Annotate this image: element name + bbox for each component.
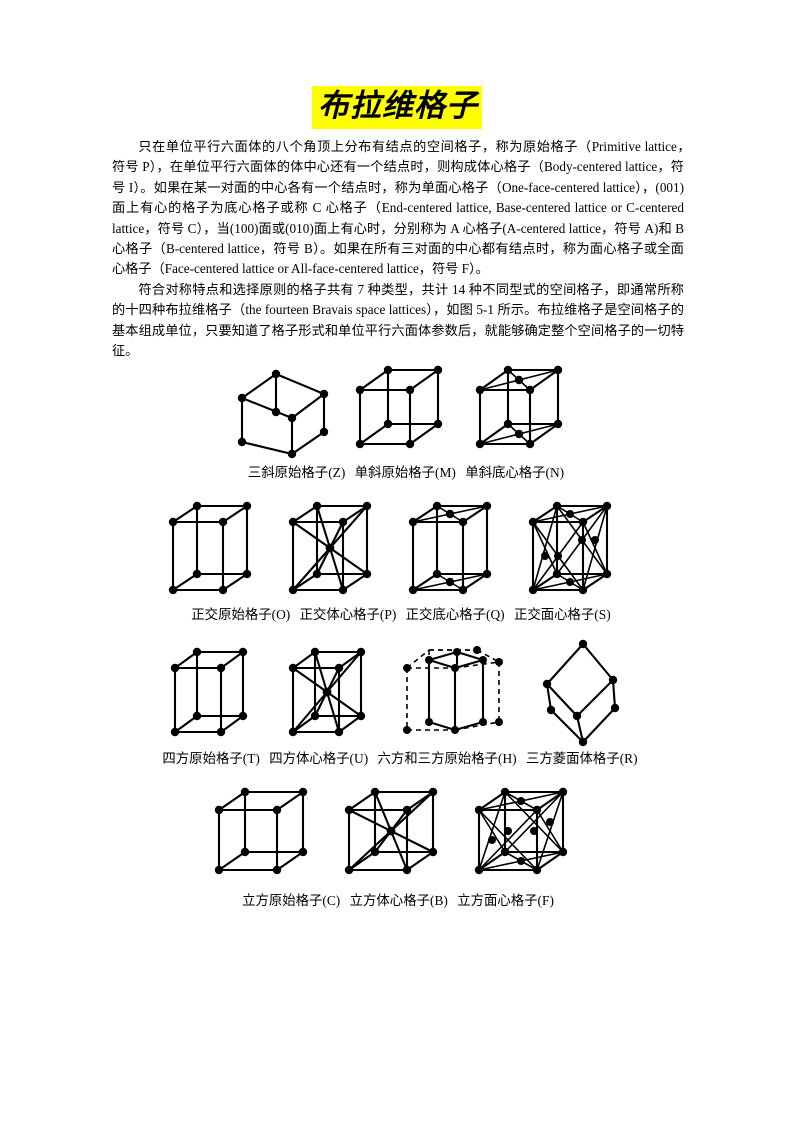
lattice-cubic-body-centered <box>333 782 463 892</box>
caption-cubic-face-centered: 立方面心格子(F) <box>457 893 554 908</box>
lattice-row-1: 三斜原始格子(Z) 单斜原始格子(M) 单斜底心格子(N) <box>0 352 794 482</box>
lattice-hexagonal-trigonal-primitive <box>395 638 527 750</box>
page-title-container: 布拉维格子 <box>0 86 794 129</box>
caption-cubic-primitive: 立方原始格子(C) <box>242 893 341 908</box>
lattice-row-3: 四方原始格子(T) 四方体心格子(U) 六方和三方原始格子(H) 三方菱面体格子… <box>0 638 794 768</box>
caption-tetragonal-body-centered: 四方体心格子(U) <box>269 751 369 766</box>
caption-tetragonal-primitive: 四方原始格子(T) <box>162 751 260 766</box>
body-text: 只在单位平行六面体的八个角顶上分布有结点的空间格子，称为原始格子（Primiti… <box>112 137 698 361</box>
paragraph-2: 符合对称特点和选择原则的格子共有 7 种类型，共计 14 种不同型式的空间格子，… <box>112 281 684 359</box>
lattice-row-1-captions: 三斜原始格子(Z) 单斜原始格子(M) 单斜底心格子(N) <box>0 464 794 482</box>
lattice-tetragonal-primitive <box>159 638 277 750</box>
lattice-trigonal-rhombohedral <box>527 638 639 750</box>
caption-orthorhombic-primitive: 正交原始格子(O) <box>191 607 291 622</box>
lattice-cubic-face-centered <box>463 782 593 892</box>
caption-orthorhombic-base-centered: 正交底心格子(Q) <box>405 607 505 622</box>
lattice-row-4: 立方原始格子(C) 立方体心格子(B) 立方面心格子(F) <box>0 782 794 910</box>
caption-triclinic-primitive: 三斜原始格子(Z) <box>247 465 346 480</box>
lattice-row-2: 正交原始格子(O) 正交体心格子(P) 正交底心格子(Q) 正交面心格子(S) <box>0 494 794 624</box>
caption-monoclinic-base-centered: 单斜底心格子(N) <box>465 465 565 480</box>
paragraph-1: 只在单位平行六面体的八个角顶上分布有结点的空间格子，称为原始格子（Primiti… <box>112 139 698 277</box>
lattice-row-3-captions: 四方原始格子(T) 四方体心格子(U) 六方和三方原始格子(H) 三方菱面体格子… <box>0 750 794 768</box>
lattice-cubic-primitive <box>203 782 333 892</box>
lattice-orthorhombic-primitive <box>159 494 279 606</box>
page-title: 布拉维格子 <box>312 86 482 129</box>
lattice-orthorhombic-body-centered <box>279 494 399 606</box>
lattice-row-4-captions: 立方原始格子(C) 立方体心格子(B) 立方面心格子(F) <box>0 892 794 910</box>
caption-trigonal-rhombohedral: 三方菱面体格子(R) <box>525 751 638 766</box>
caption-cubic-body-centered: 立方体心格子(B) <box>349 893 448 908</box>
lattice-row-2-captions: 正交原始格子(O) 正交体心格子(P) 正交底心格子(Q) 正交面心格子(S) <box>0 606 794 624</box>
lattice-tetragonal-body-centered <box>277 638 395 750</box>
lattice-orthorhombic-face-centered <box>519 494 641 606</box>
lattice-triclinic-primitive <box>224 352 344 464</box>
lattice-orthorhombic-base-centered <box>399 494 519 606</box>
bravais-lattices-figure: 三斜原始格子(Z) 单斜原始格子(M) 单斜底心格子(N) <box>0 352 794 910</box>
caption-orthorhombic-body-centered: 正交体心格子(P) <box>299 607 397 622</box>
caption-hexagonal-trigonal-primitive: 六方和三方原始格子(H) <box>377 751 517 766</box>
lattice-monoclinic-base-centered <box>464 352 584 464</box>
caption-monoclinic-primitive: 单斜原始格子(M) <box>354 465 456 480</box>
lattice-monoclinic-primitive <box>344 352 464 464</box>
caption-orthorhombic-face-centered: 正交面心格子(S) <box>513 607 611 622</box>
